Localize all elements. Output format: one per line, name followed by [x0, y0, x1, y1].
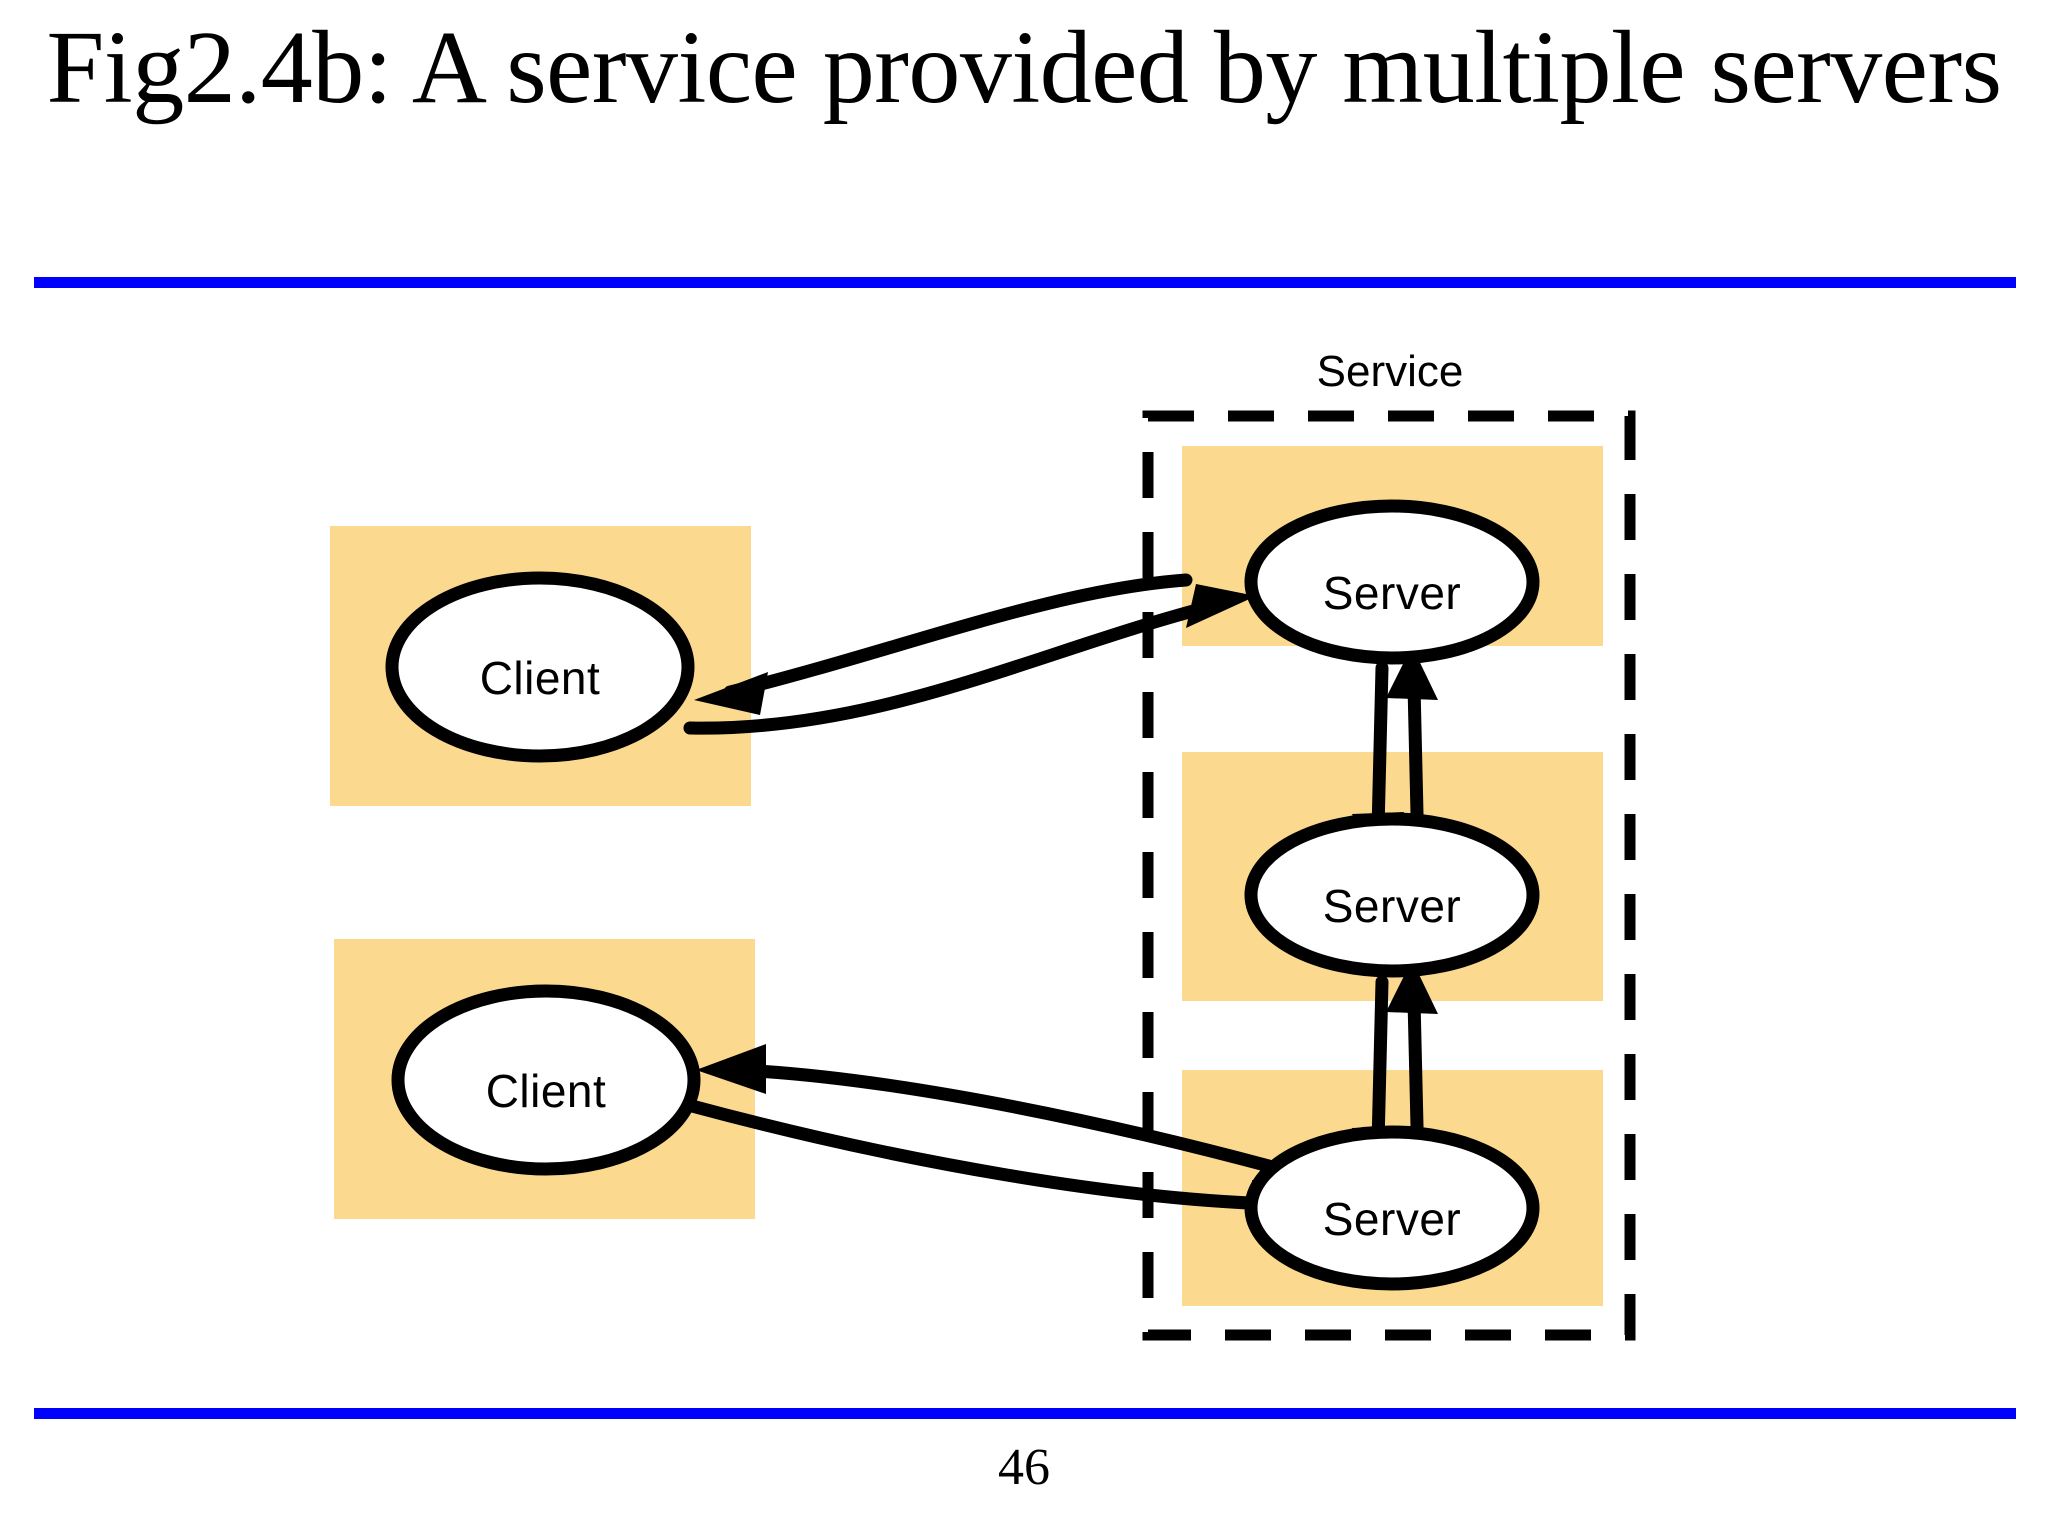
- arrowhead-to-server-top: [1186, 584, 1256, 628]
- edge-server-top-to-server-middle: [1371, 661, 1389, 837]
- service-group-boundary: [1142, 410, 1636, 1341]
- client-top-label: Client: [480, 652, 601, 704]
- footer-divider-bottom: [34, 1408, 2016, 1419]
- edge-server-middle-to-server-bottom: [1371, 975, 1389, 1151]
- server-middle-ellipse: [1244, 812, 1540, 978]
- page-number: 46: [998, 1439, 1050, 1496]
- server-top-label: Server: [1323, 567, 1461, 619]
- client-bottom-label: Client: [486, 1065, 607, 1117]
- server-middle-label: Server: [1323, 880, 1461, 932]
- arrowhead-to-client-bottom: [696, 1044, 766, 1094]
- node-server-bottom[interactable]: Server: [1244, 1125, 1540, 1291]
- service-group-label: Service: [1317, 347, 1464, 396]
- node-server-top[interactable]: Server: [1244, 499, 1540, 665]
- server-bottom-ellipse: [1244, 1125, 1540, 1291]
- diagram-figure: Client Client Server Server Server Servi…: [0, 300, 2048, 1400]
- node-client-bottom[interactable]: Client: [391, 984, 701, 1176]
- server-top-ellipse: [1244, 499, 1540, 665]
- client-top-ellipse: [385, 571, 695, 763]
- edge-client-bottom-to-server-bottom: [685, 1099, 1285, 1211]
- edge-client-top-to-server-top: [683, 599, 1219, 735]
- edge-server-bottom-to-client-bottom: [733, 1063, 1327, 1187]
- arrowhead-to-server-middle-from-bottom: [1386, 960, 1438, 1014]
- page-title: Fig2.4b: A service provided by multiple …: [46, 10, 2002, 125]
- arrowhead-to-server-top-vertical: [1386, 646, 1438, 700]
- client-bottom-ellipse: [391, 984, 701, 1176]
- node-client-top[interactable]: Client: [385, 571, 695, 763]
- server-bottom-label: Server: [1323, 1193, 1461, 1245]
- arrowhead-to-client-top: [694, 672, 768, 715]
- title-divider-top: [34, 277, 2016, 288]
- edge-server-top-to-client-top: [723, 573, 1193, 699]
- node-server-middle[interactable]: Server: [1244, 812, 1540, 978]
